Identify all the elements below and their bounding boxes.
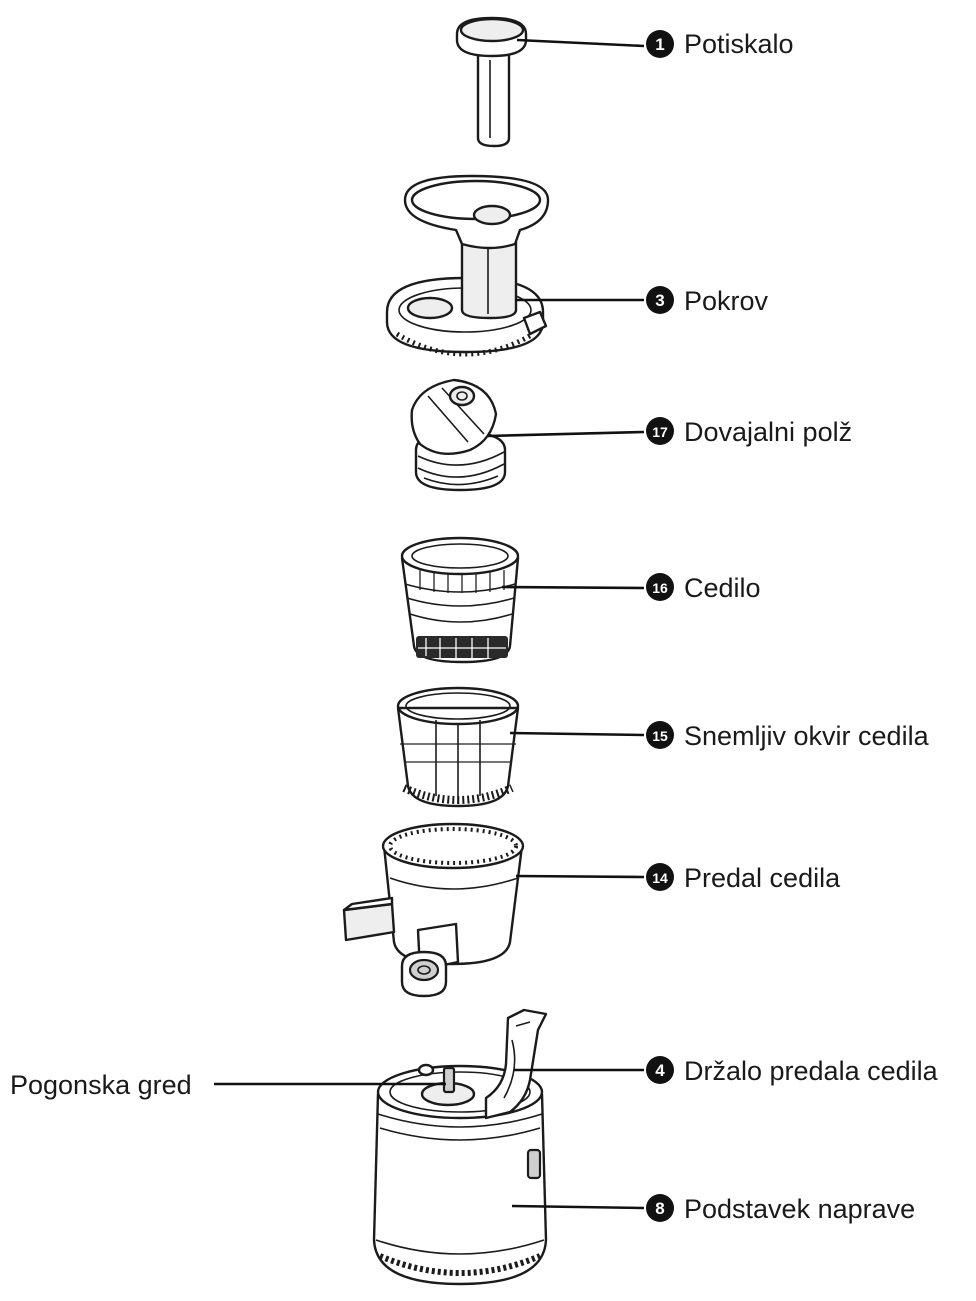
pusher-part [455, 16, 528, 148]
callout-15: 15 Snemljiv okvir cedila [646, 721, 930, 751]
callout-3: 3 Pokrov [646, 286, 769, 316]
callout-number: 1 [655, 35, 664, 54]
callout-badge [646, 1056, 674, 1084]
callout-badge [646, 721, 674, 749]
callout-badge [646, 863, 674, 891]
callout-number: 8 [655, 1199, 664, 1218]
callout-label: Držalo predala cedila [684, 1056, 939, 1086]
strainer-part [400, 536, 520, 664]
callout-label: Dovajalni polž [684, 417, 852, 447]
callout-number: 14 [652, 870, 668, 886]
base-part [372, 1008, 548, 1286]
lid-part [385, 174, 550, 357]
callout-number: 15 [652, 728, 668, 744]
callout-number: 17 [652, 424, 668, 440]
callout-8: 8 Podstavek naprave [646, 1194, 915, 1224]
callout-label: Pokrov [684, 286, 769, 316]
callout-4: 4 Držalo predala cedila [646, 1056, 939, 1086]
callout-badge [646, 286, 674, 314]
callout-number: 16 [652, 580, 668, 596]
callout-label: Podstavek naprave [684, 1194, 915, 1224]
drive-shaft-label: Pogonska gred [10, 1070, 192, 1100]
callout-16: 16 Cedilo [646, 573, 761, 603]
callout-number: 4 [655, 1061, 665, 1080]
callout-1: 1 Potiskalo [646, 29, 794, 59]
callout-label: Cedilo [684, 573, 761, 603]
leader-lines [214, 38, 645, 1210]
callout-badge [646, 30, 674, 58]
callout-label: Snemljiv okvir cedila [684, 721, 930, 751]
callout-badge [646, 573, 674, 601]
callout-badge [646, 1194, 674, 1222]
callout-17: 17 Dovajalni polž [646, 417, 852, 447]
strainer-drawer-part [342, 822, 525, 998]
callout-number: 3 [655, 291, 664, 310]
strainer-frame-part [396, 686, 520, 808]
callout-drive-shaft: Pogonska gred [10, 1070, 192, 1100]
auger-part [410, 378, 507, 492]
callout-label: Potiskalo [684, 29, 794, 59]
callout-14: 14 Predal cedila [646, 863, 841, 893]
callout-label: Predal cedila [684, 863, 841, 893]
callout-badge [646, 417, 674, 445]
